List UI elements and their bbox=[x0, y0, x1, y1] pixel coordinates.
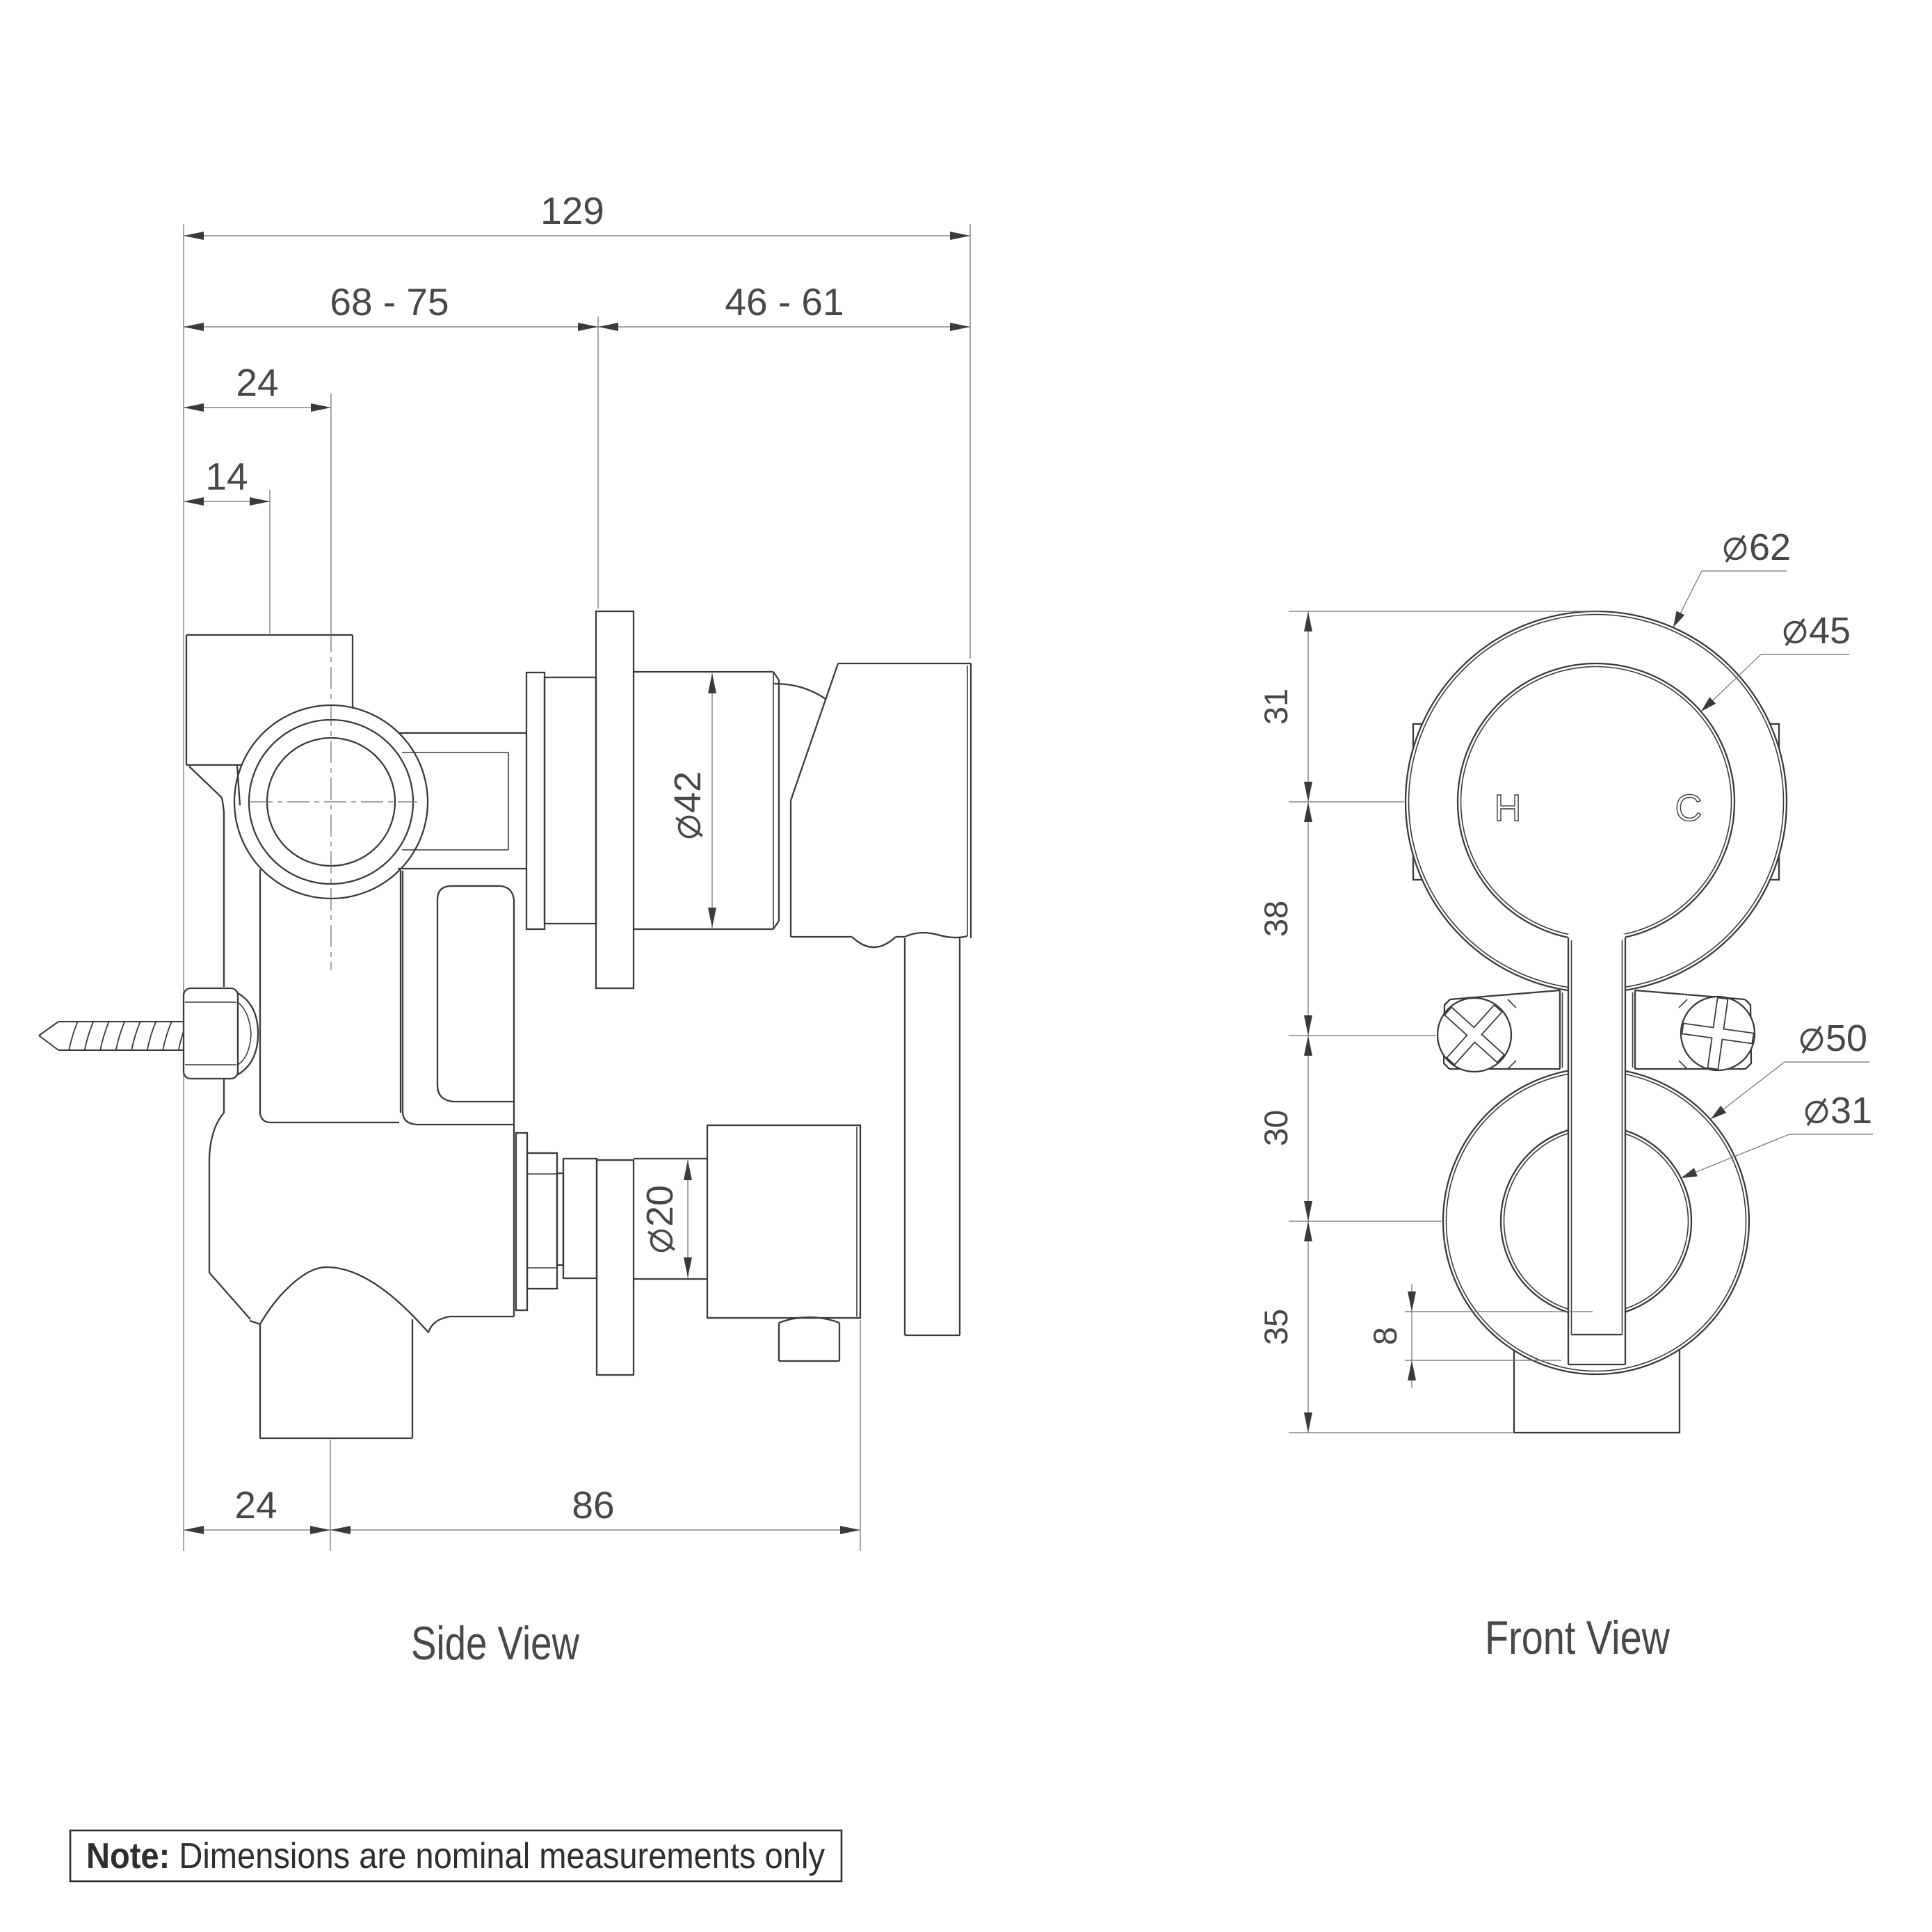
svg-text:62: 62 bbox=[1749, 526, 1791, 568]
svg-text:C: C bbox=[1675, 787, 1702, 829]
svg-text:Note: Dimensions are nominal m: Note: Dimensions are nominal measurement… bbox=[86, 1836, 825, 1876]
svg-text:46 - 61: 46 - 61 bbox=[725, 280, 844, 323]
svg-text:24: 24 bbox=[236, 361, 278, 404]
svg-text:Side View: Side View bbox=[411, 1617, 580, 1670]
svg-text:Front View: Front View bbox=[1485, 1611, 1671, 1664]
svg-text:42: 42 bbox=[667, 771, 709, 813]
svg-text:50: 50 bbox=[1826, 1017, 1867, 1059]
svg-text:H: H bbox=[1495, 787, 1522, 829]
svg-text:30: 30 bbox=[1257, 1110, 1294, 1146]
svg-text:38: 38 bbox=[1257, 901, 1294, 937]
svg-text:129: 129 bbox=[540, 189, 604, 232]
svg-text:8: 8 bbox=[1367, 1327, 1403, 1345]
svg-text:20: 20 bbox=[639, 1185, 681, 1227]
svg-text:35: 35 bbox=[1257, 1309, 1294, 1345]
svg-text:31: 31 bbox=[1257, 689, 1294, 725]
svg-text:68 - 75: 68 - 75 bbox=[330, 280, 449, 323]
svg-text:31: 31 bbox=[1830, 1090, 1872, 1132]
svg-text:86: 86 bbox=[572, 1483, 614, 1527]
svg-text:14: 14 bbox=[205, 455, 248, 498]
svg-text:24: 24 bbox=[234, 1483, 277, 1527]
svg-text:45: 45 bbox=[1809, 610, 1851, 652]
